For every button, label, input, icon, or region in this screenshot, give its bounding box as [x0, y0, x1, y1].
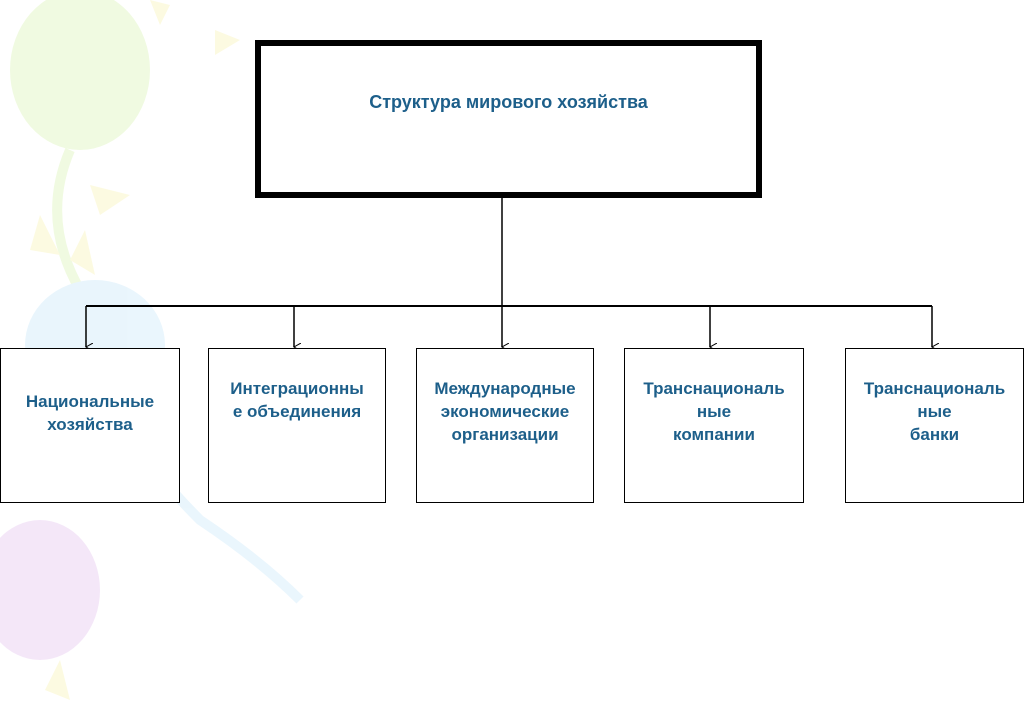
child-node-transnational-companies: Транснациональ ные компании	[624, 348, 804, 503]
sun-ray	[30, 215, 60, 255]
balloon-green	[10, 0, 150, 150]
sun-ray	[90, 185, 130, 215]
balloon-purple	[0, 520, 100, 660]
sun-ray	[150, 0, 170, 25]
child-node-label: Транснациональ ные компании	[643, 379, 785, 444]
child-node-integration-associations: Интеграционны е объединения	[208, 348, 386, 503]
child-node-transnational-banks: Транснациональ ные банки	[845, 348, 1024, 503]
child-node-international-organizations: Международные экономические организации	[416, 348, 594, 503]
child-node-national-economies: Национальные хозяйства	[0, 348, 180, 503]
child-node-label: Интеграционны е объединения	[230, 379, 364, 421]
root-node: Структура мирового хозяйства	[255, 40, 762, 198]
child-node-label: Транснациональ ные банки	[863, 379, 1006, 444]
root-node-label: Структура мирового хозяйства	[369, 92, 648, 112]
sun-ray	[70, 230, 95, 275]
sun-ray	[215, 30, 240, 55]
sun-ray	[45, 660, 70, 700]
child-node-label: Международные экономические организации	[434, 379, 576, 444]
child-node-label: Национальные хозяйства	[25, 392, 155, 434]
